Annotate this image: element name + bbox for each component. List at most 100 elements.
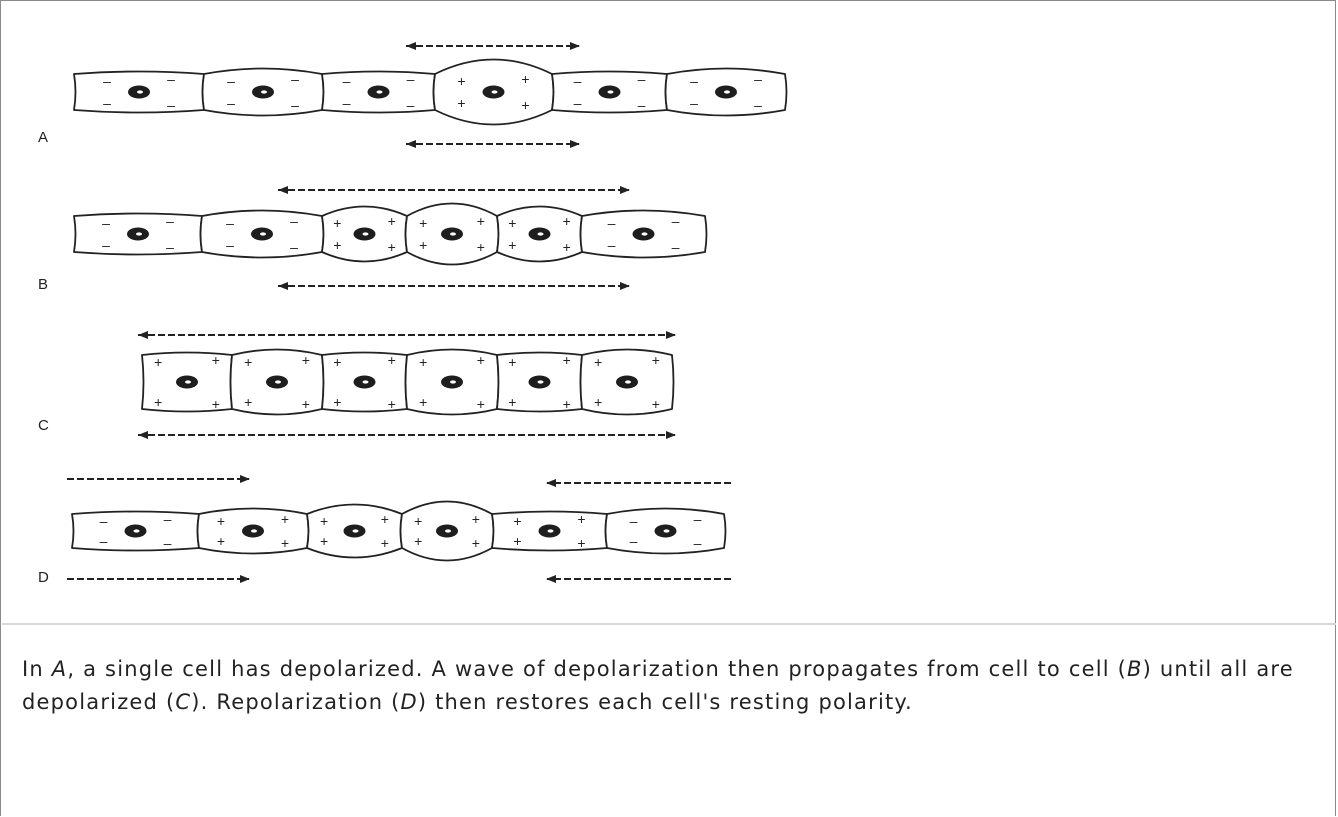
- positive-charge: +: [381, 535, 389, 551]
- negative-charge: –: [166, 239, 174, 255]
- panel-c: C++++++++++++++++++++++++: [38, 331, 676, 439]
- positive-charge: +: [244, 394, 252, 410]
- negative-charge: –: [164, 535, 172, 551]
- positive-charge: +: [521, 71, 529, 87]
- nucleolus: [663, 529, 670, 533]
- caption-ref-a: A: [51, 657, 68, 681]
- positive-charge: +: [508, 215, 516, 231]
- positive-charge: +: [419, 237, 427, 253]
- positive-charge: +: [563, 213, 571, 229]
- negative-charge: –: [638, 97, 646, 113]
- positive-charge: +: [472, 511, 480, 527]
- negative-charge: –: [754, 97, 762, 113]
- positive-charge: +: [419, 215, 427, 231]
- positive-charge: +: [217, 513, 225, 529]
- negative-charge: –: [694, 511, 702, 527]
- positive-charge: +: [472, 535, 480, 551]
- positive-charge: +: [414, 513, 422, 529]
- positive-charge: +: [333, 354, 341, 370]
- positive-charge: +: [577, 511, 585, 527]
- negative-charge: –: [343, 95, 351, 111]
- positive-charge: +: [388, 239, 396, 255]
- caption-text: , a single cell has depolarized. A wave …: [67, 657, 1128, 681]
- arrow-head: [138, 331, 148, 339]
- panel-label: B: [38, 276, 48, 293]
- nucleolus: [724, 90, 730, 94]
- nucleolus: [376, 90, 383, 94]
- panel-label: A: [38, 129, 48, 146]
- negative-charge: –: [672, 213, 680, 229]
- negative-charge: –: [694, 535, 702, 551]
- positive-charge: +: [508, 354, 516, 370]
- positive-charge: +: [388, 396, 396, 412]
- caption-text: In: [22, 657, 52, 681]
- negative-charge: –: [407, 97, 415, 113]
- nucleolus: [450, 232, 456, 236]
- positive-charge: +: [281, 535, 289, 551]
- nucleolus: [491, 90, 498, 94]
- positive-charge: +: [154, 354, 162, 370]
- caption-ref-d: D: [400, 690, 418, 714]
- nucleolus: [607, 90, 614, 94]
- negative-charge: –: [291, 97, 299, 113]
- nucleolus: [261, 90, 267, 94]
- positive-charge: +: [388, 213, 396, 229]
- positive-charge: +: [212, 352, 220, 368]
- positive-charge: +: [477, 396, 485, 412]
- nucleolus: [133, 529, 140, 533]
- negative-charge: –: [630, 533, 638, 549]
- negative-charge: –: [227, 95, 235, 111]
- negative-charge: –: [574, 73, 582, 89]
- nucleolus: [445, 529, 451, 533]
- nucleolus: [352, 529, 359, 533]
- positive-charge: +: [563, 396, 571, 412]
- positive-charge: +: [477, 239, 485, 255]
- arrow-head: [406, 42, 416, 50]
- positive-charge: +: [154, 394, 162, 410]
- nucleolus: [251, 529, 257, 533]
- negative-charge: –: [226, 237, 234, 253]
- positive-charge: +: [594, 394, 602, 410]
- negative-charge: –: [100, 533, 108, 549]
- nucleolus: [137, 90, 143, 94]
- positive-charge: +: [333, 237, 341, 253]
- nucleolus: [450, 380, 456, 384]
- negative-charge: –: [754, 71, 762, 87]
- positive-charge: +: [388, 352, 396, 368]
- positive-charge: +: [333, 394, 341, 410]
- positive-charge: +: [212, 396, 220, 412]
- caption-ref-c: C: [175, 690, 192, 714]
- arrow-head: [138, 431, 148, 439]
- positive-charge: +: [477, 213, 485, 229]
- negative-charge: –: [226, 215, 234, 231]
- nucleolus: [275, 380, 281, 384]
- negative-charge: –: [638, 71, 646, 87]
- positive-charge: +: [217, 533, 225, 549]
- positive-charge: +: [320, 513, 328, 529]
- nucleolus: [547, 529, 554, 533]
- positive-charge: +: [457, 73, 465, 89]
- nucleolus: [260, 232, 266, 236]
- positive-charge: +: [333, 215, 341, 231]
- positive-charge: +: [521, 97, 529, 113]
- negative-charge: –: [690, 95, 698, 111]
- negative-charge: –: [290, 213, 298, 229]
- positive-charge: +: [414, 533, 422, 549]
- negative-charge: –: [167, 97, 175, 113]
- positive-charge: +: [477, 352, 485, 368]
- caption-text: ) until all are depolarized (: [22, 657, 1294, 714]
- caption-ref-b: B: [1127, 657, 1143, 681]
- negative-charge: –: [574, 95, 582, 111]
- negative-charge: –: [630, 513, 638, 529]
- negative-charge: –: [608, 237, 616, 253]
- nucleolus: [537, 232, 544, 236]
- negative-charge: –: [227, 73, 235, 89]
- nucleolus: [185, 380, 191, 384]
- nucleolus: [362, 380, 369, 384]
- panel-d: D––––++++++++++++++++––––: [38, 475, 731, 586]
- arrow-head: [278, 282, 288, 290]
- positive-charge: +: [652, 352, 660, 368]
- positive-charge: +: [563, 352, 571, 368]
- figure-caption: In A, a single cell has depolarized. A w…: [22, 653, 1322, 719]
